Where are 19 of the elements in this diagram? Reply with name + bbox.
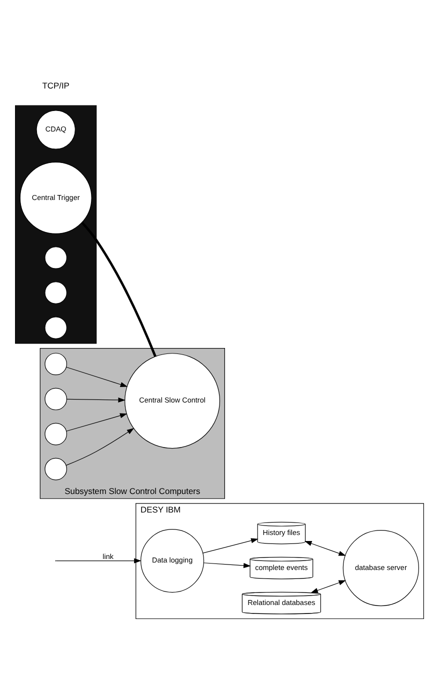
label: TCP/IP (42, 80, 70, 91)
arrow (202, 538, 258, 554)
node-circle (44, 352, 68, 376)
arrow (66, 366, 128, 387)
node-circle (44, 458, 68, 480)
node-circle (44, 422, 68, 446)
node-circle (44, 246, 68, 269)
arrow (204, 562, 251, 568)
connector (81, 222, 156, 357)
arrow (56, 558, 142, 564)
arrow (66, 428, 134, 466)
node-circle (44, 316, 68, 339)
arrow (66, 413, 128, 432)
arrow (310, 580, 346, 593)
node-circle (44, 388, 68, 410)
cluster (15, 105, 97, 344)
arrow (304, 541, 346, 556)
arrow (66, 397, 126, 403)
node-circle (44, 282, 68, 304)
